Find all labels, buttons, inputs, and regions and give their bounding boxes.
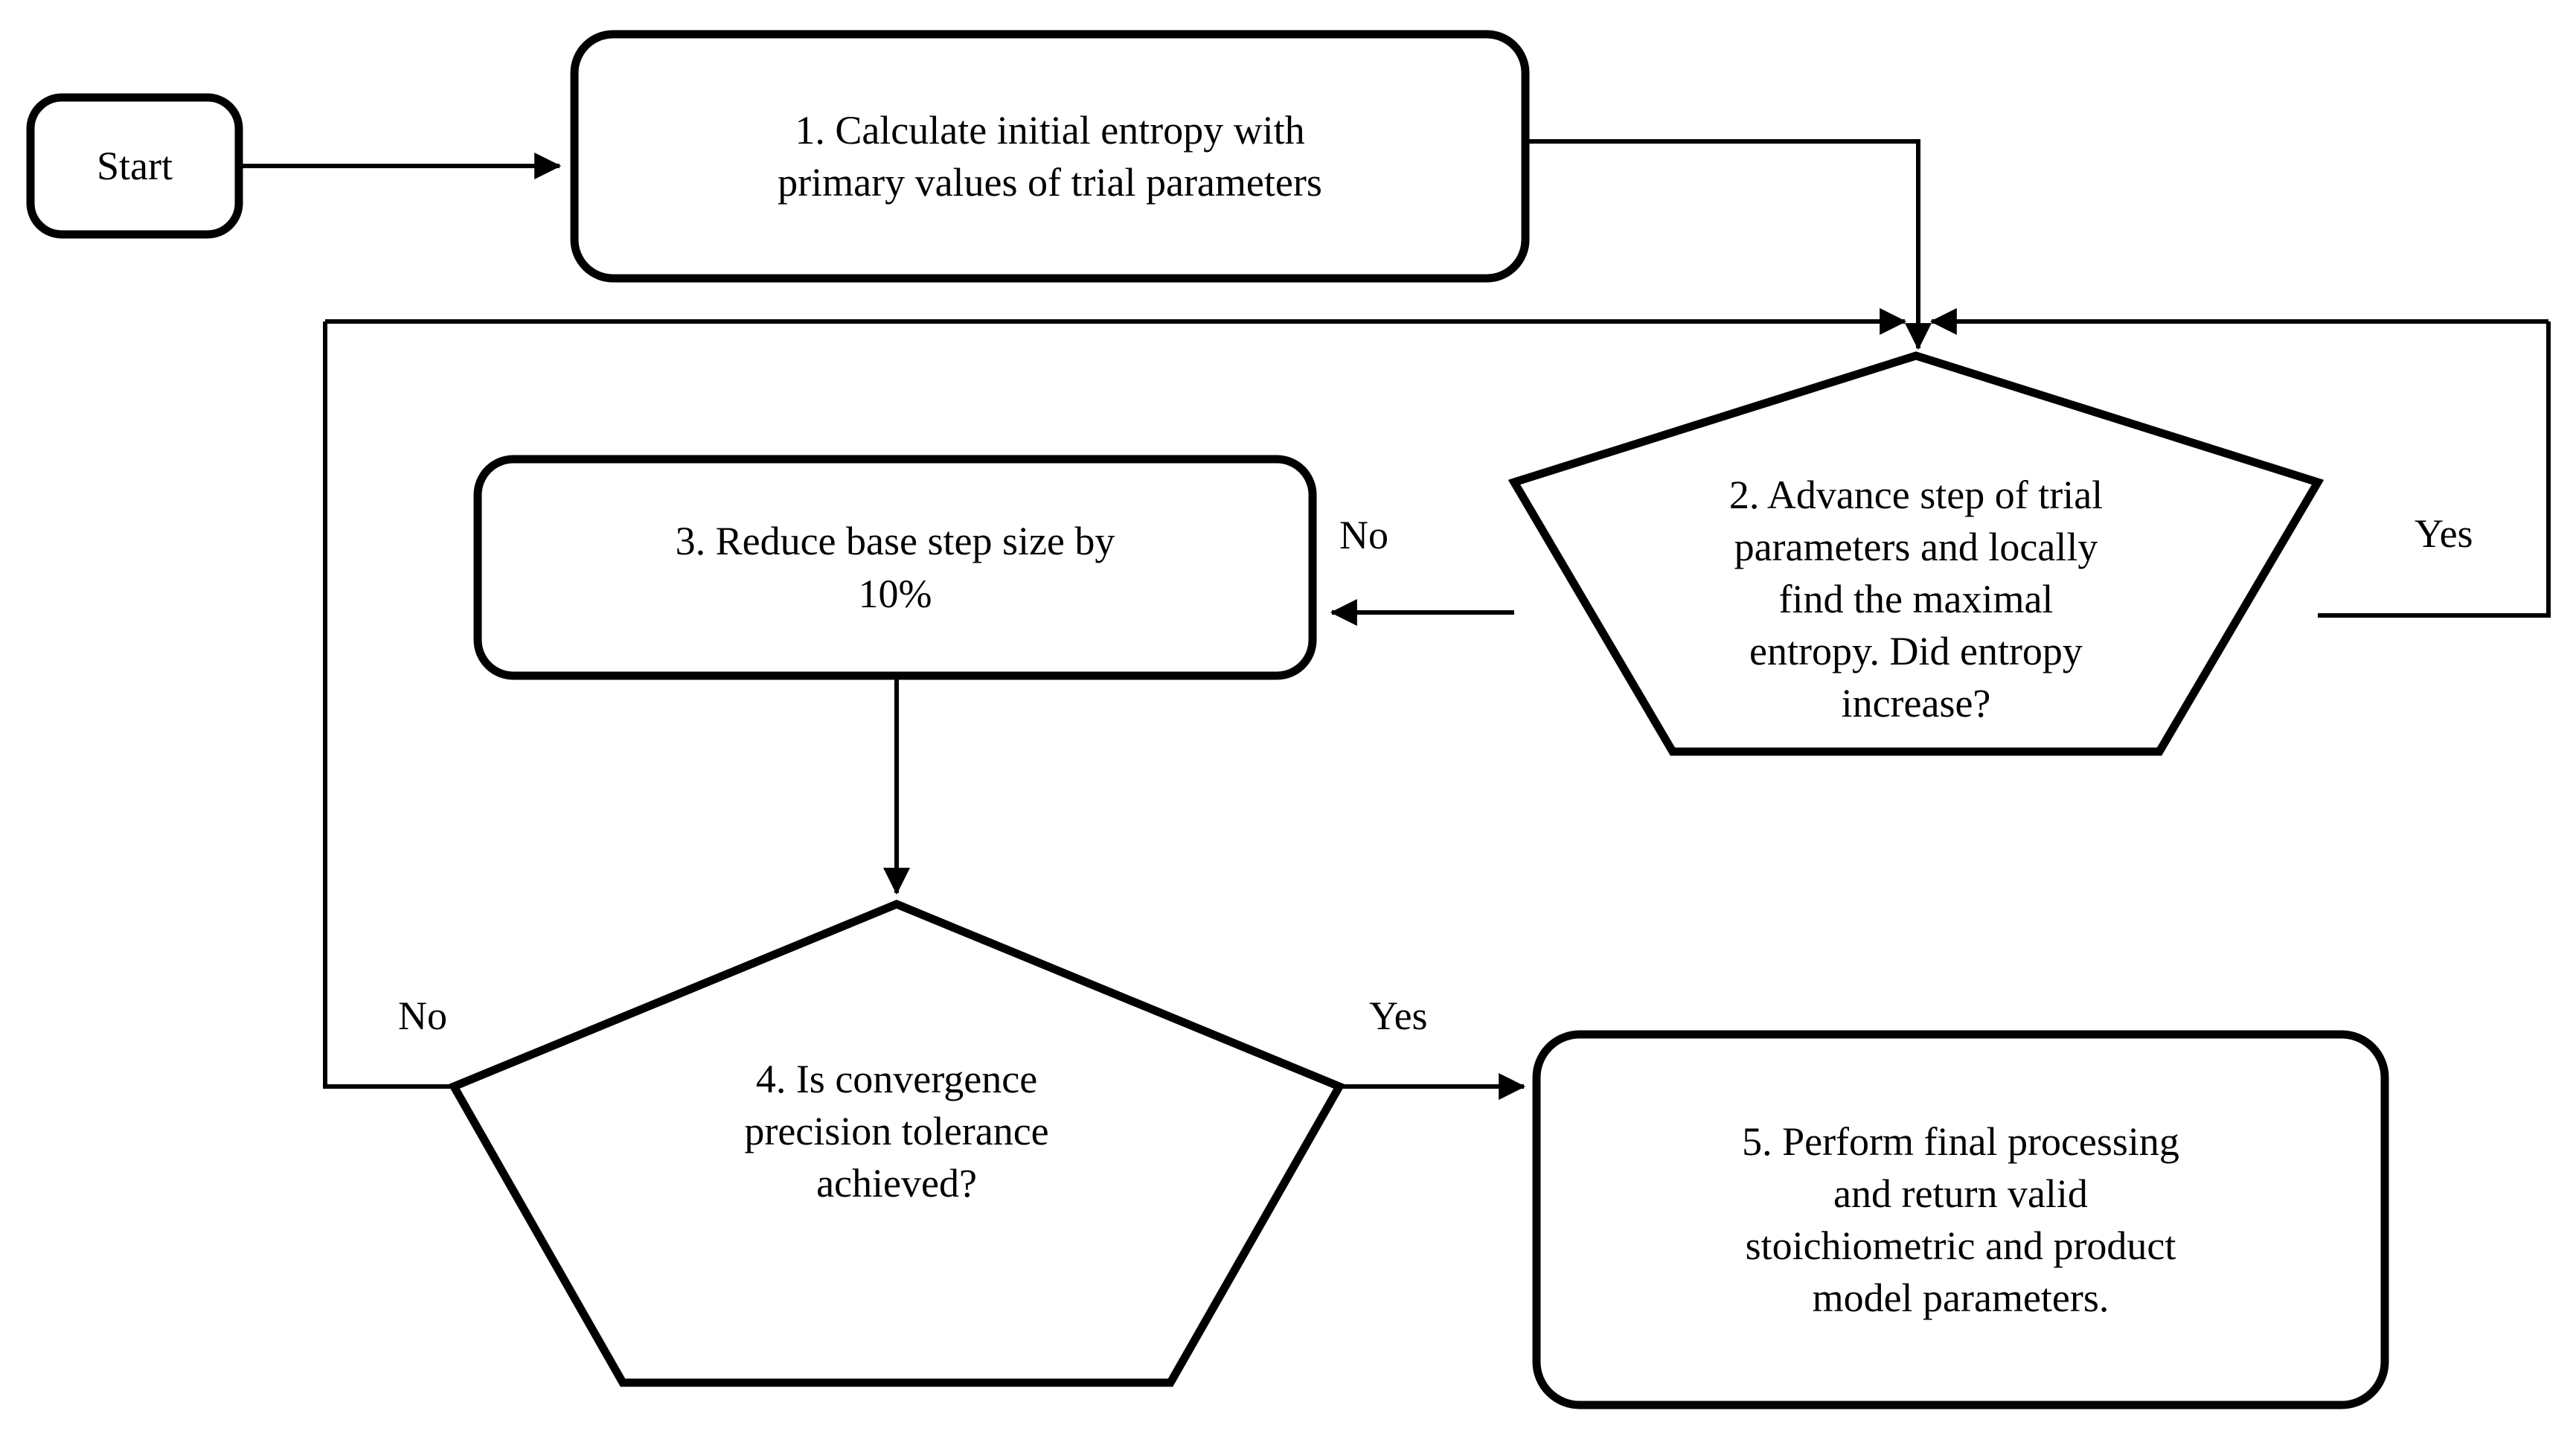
edge-step2-yes <box>2318 321 2551 618</box>
node-step1-shape[interactable] <box>570 30 1530 283</box>
edge-step1-to-junction <box>1525 139 1932 351</box>
edge-label-step4-no: No <box>398 993 447 1038</box>
edge-label-step2-no: No <box>1339 513 1388 557</box>
edge-label-step4-yes: Yes <box>1369 993 1428 1038</box>
node-step5-shape[interactable] <box>1532 1030 2389 1409</box>
node-step4-shape[interactable] <box>448 900 1345 1387</box>
node-step2-shape[interactable] <box>1508 351 2325 756</box>
edge-label-step2-yes: Yes <box>2415 511 2473 556</box>
node-start-shape[interactable] <box>26 93 243 239</box>
node-step3-shape[interactable] <box>473 455 1317 680</box>
edge-step4-no <box>323 321 454 1089</box>
